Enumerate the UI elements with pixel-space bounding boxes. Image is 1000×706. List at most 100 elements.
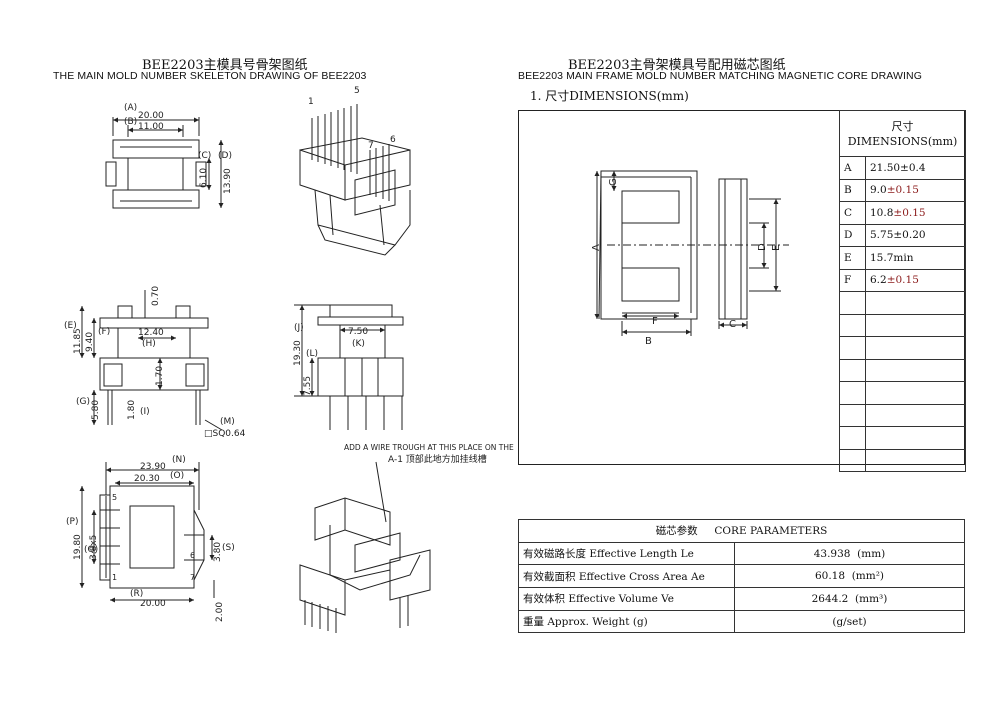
dimensions-header: 尺寸 DIMENSIONS(mm) <box>839 110 966 157</box>
core-drawing: A B C D E F G <box>591 170 789 347</box>
tag-e: (E) <box>64 321 77 331</box>
core-parameters-table: 磁芯参数 CORE PARAMETERS 有效磁路长度 Effective Le… <box>518 519 965 634</box>
tag-i: (I) <box>140 407 150 417</box>
left-title-cn: BEE2203主模具号骨架图纸 <box>142 58 308 73</box>
dimensions-header-en: DIMENSIONS(mm) <box>847 134 958 148</box>
core-label-a: A <box>591 244 602 251</box>
dim-o: 20.30 <box>134 474 160 484</box>
param-value-cell: 2644.2 (mm³) <box>734 587 965 611</box>
dim-row-label: B <box>839 178 866 202</box>
iso-view-bottom <box>299 461 431 633</box>
param-value-cell: 43.938 (mm) <box>734 541 965 566</box>
table-row <box>839 403 966 427</box>
dim-row-value: 21.50±0.4 <box>865 156 966 180</box>
dim-j: 19.30 <box>293 340 303 366</box>
dim-i: 1.80 <box>127 400 137 420</box>
param-value-cell: (g/set) <box>734 609 965 634</box>
dim-s: 3.80 <box>213 542 223 562</box>
dim-a: 20.00 <box>138 111 164 121</box>
tag-a: (A) <box>124 103 137 113</box>
tag-p: (P) <box>66 517 78 527</box>
dim-h: 12.40 <box>138 328 164 338</box>
param-name: 有效磁路长度 Effective Length Le <box>518 541 735 566</box>
tag-s: (S) <box>222 543 235 553</box>
pin-5: 5 <box>112 493 117 502</box>
dim-row-value: 6.2±0.15 <box>865 268 966 292</box>
dim-b: 11.00 <box>138 122 164 132</box>
tag-j: (J) <box>294 323 304 333</box>
core-label-f: F <box>652 316 658 327</box>
core-label-g: G <box>608 178 619 186</box>
core-label-d: D <box>757 243 768 251</box>
table-row <box>839 358 966 382</box>
front-view <box>105 117 224 209</box>
side-view <box>79 290 223 431</box>
pin-label-5: 5 <box>354 86 360 96</box>
dim-l: 7.55 <box>303 376 313 396</box>
tag-n: (N) <box>172 455 186 465</box>
table-row <box>839 448 966 472</box>
dimensions-header-cn: 尺寸 <box>891 119 914 133</box>
table-row: 有效磁路长度 Effective Length Le 43.938 (mm) <box>518 541 965 566</box>
core-label-c: C <box>729 319 736 330</box>
table-row <box>839 336 966 360</box>
dim-c: 6.10 <box>199 168 209 188</box>
dim-e: 11.85 <box>73 328 83 354</box>
table-row <box>839 313 966 337</box>
iso-view-top <box>299 104 411 256</box>
tag-o: (O) <box>170 471 184 481</box>
right-title-en: BEE2203 MAIN FRAME MOLD NUMBER MATCHING … <box>518 70 922 82</box>
core-parameters-header: 磁芯参数 CORE PARAMETERS <box>518 519 965 543</box>
dim-r: 20.00 <box>140 599 166 609</box>
core-label-b: B <box>645 336 652 347</box>
bobbin-drawing: (A) 20.00 (B) 11.00 (C) (D) 6.10 13.90 1… <box>64 86 515 633</box>
tag-m: (M) <box>220 417 235 427</box>
dim-p: 19.80 <box>73 534 83 560</box>
tag-h: (H) <box>142 339 156 349</box>
tag-c: (C) <box>198 151 211 161</box>
dim-row-value: 10.8±0.15 <box>865 201 966 225</box>
table-row <box>839 381 966 405</box>
param-name: 有效截面积 Effective Cross Area Ae <box>518 564 735 589</box>
tag-g: (G) <box>76 397 90 407</box>
dim-row-value: 9.0±0.15 <box>865 178 966 202</box>
pin-label-7: 7 <box>368 141 374 151</box>
tag-r: (R) <box>130 589 143 599</box>
core-parameters-header-cn: 磁芯参数 <box>655 525 698 538</box>
tag-l: (L) <box>306 349 318 359</box>
param-value-cell: 60.18 (mm²) <box>734 564 965 589</box>
right-title-cn: BEE2203主骨架模具号配用磁芯图纸 <box>568 58 786 73</box>
bottom-view <box>79 462 215 603</box>
tag-b: (B) <box>124 117 137 127</box>
table-row: 有效体积 Effective Volume Ve 2644.2 (mm³) <box>518 587 965 611</box>
dim-q: 3.8x5 <box>89 535 99 560</box>
tag-f: (F) <box>98 327 110 337</box>
dim-row-label: F <box>839 268 866 292</box>
param-name: 有效体积 Effective Volume Ve <box>518 587 735 611</box>
table-row: 重量 Approx. Weight (g) (g/set) <box>518 609 965 634</box>
param-name: 重量 Approx. Weight (g) <box>518 609 735 634</box>
dim-row-label: A <box>839 156 866 180</box>
dim-k: 7.50 <box>348 327 368 337</box>
dim-row-label: C <box>839 201 866 225</box>
pin-7: 7 <box>190 573 195 582</box>
dim-2-00: 2.00 <box>215 602 225 622</box>
pin-label-1: 1 <box>308 97 314 107</box>
section-title: 1. 尺寸DIMENSIONS(mm) <box>530 89 689 103</box>
core-parameters-panel: 磁芯参数 CORE PARAMETERS 有效磁路长度 Effective Le… <box>518 519 965 634</box>
pin-6: 6 <box>190 551 195 560</box>
table-row: 有效截面积 Effective Cross Area Ae 60.18 (mm²… <box>518 564 965 589</box>
table-row <box>839 291 966 315</box>
core-label-e: E <box>771 245 782 251</box>
annotation-en: ADD A WIRE TROUGH AT THIS PLACE ON THE T… <box>344 443 515 452</box>
dim-m: □SQ0.64 <box>204 429 246 439</box>
dim-row-value: 5.75±0.20 <box>865 223 966 247</box>
annotation-cn: A-1 顶部此地方加挂线槽 <box>388 453 487 465</box>
table-row <box>839 426 966 450</box>
